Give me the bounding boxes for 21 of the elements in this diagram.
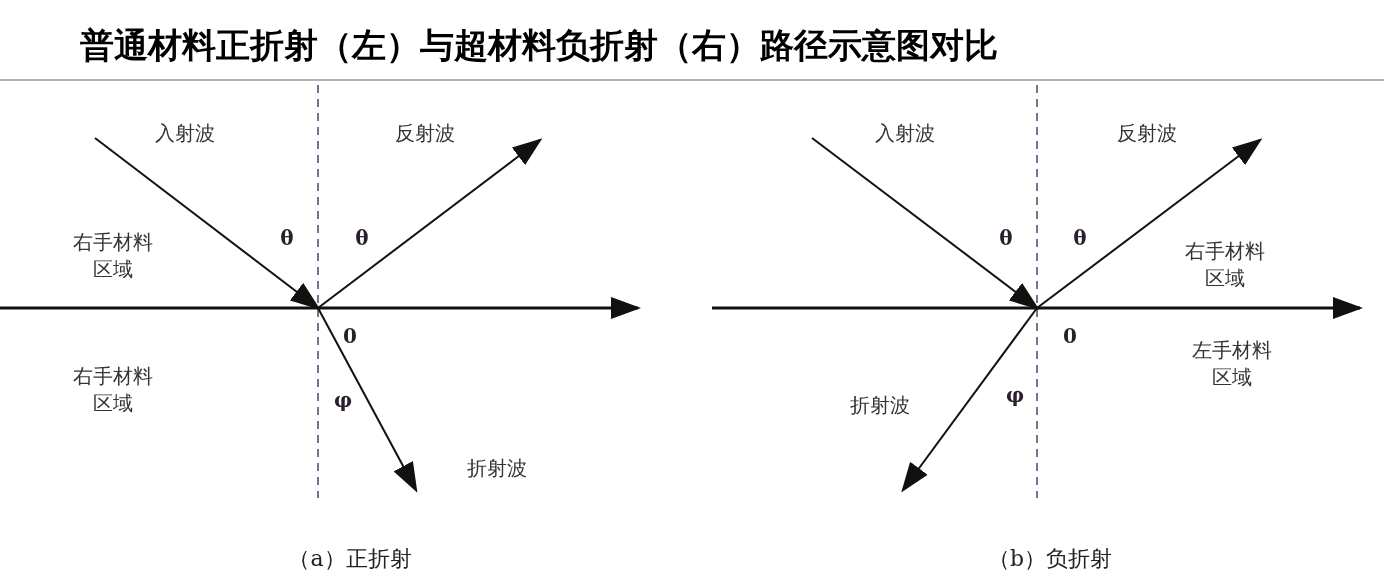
angle-symbol: φ <box>1004 382 1026 409</box>
panel-caption: （a）正折射 <box>287 544 413 573</box>
region-label: 右手材料区域 <box>72 363 154 417</box>
wave-label: 入射波 <box>154 120 216 147</box>
wave-label: 入射波 <box>874 120 936 147</box>
panel-caption: （b）负折射 <box>986 544 1114 573</box>
wave-label: 折射波 <box>849 392 911 419</box>
region-label: 右手材料区域 <box>1184 238 1266 292</box>
angle-symbol: θ <box>998 225 1014 252</box>
region-label: 左手材料区域 <box>1191 337 1273 391</box>
wave-label: 反射波 <box>394 120 456 147</box>
region-label: 右手材料区域 <box>72 229 154 283</box>
angle-symbol: φ <box>332 387 354 414</box>
angle-symbol: θ <box>1072 225 1088 252</box>
angle-symbol: θ <box>279 225 295 252</box>
diagram-title: 普通材料正折射（左）与超材料负折射（右）路径示意图对比 <box>80 28 998 62</box>
angle-symbol: 0 <box>342 323 358 350</box>
wave-label: 折射波 <box>466 455 528 482</box>
wave-label: 反射波 <box>1116 120 1178 147</box>
angle-symbol: 0 <box>1062 323 1078 350</box>
angle-symbol: θ <box>354 225 370 252</box>
